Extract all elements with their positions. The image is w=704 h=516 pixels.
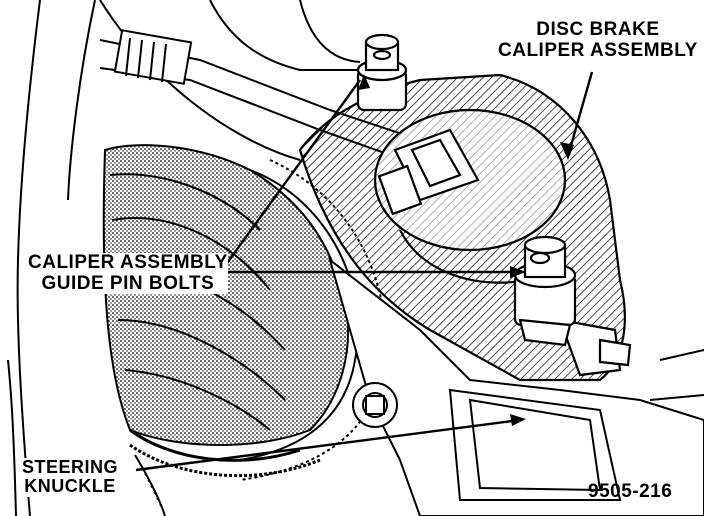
frame-lines — [7, 0, 361, 516]
brake-hose — [99, 29, 421, 163]
label-line: KNUCKLE — [24, 476, 116, 497]
knuckle-body — [328, 257, 704, 516]
banjo-fitting — [377, 128, 480, 216]
guide-pin-bolt-lower — [513, 235, 577, 347]
caliper-body — [298, 73, 632, 382]
leader-lines — [135, 71, 594, 472]
cv-boot — [102, 144, 350, 446]
label-line: GUIDE PIN BOLTS — [41, 272, 215, 294]
figure-id: 9505-216 — [588, 481, 673, 502]
guide-pin-bolt-upper — [356, 33, 408, 112]
label-line: STEERING — [22, 457, 119, 477]
label-steering-knuckle: STEERING KNUCKLE — [22, 457, 119, 497]
label-disc-brake-caliper-assembly: DISC BRAKE CALIPER ASSEMBLY — [498, 19, 698, 61]
label-line: DISC BRAKE — [536, 19, 660, 40]
leader-arrowheads — [358, 74, 574, 426]
label-line: CALIPER ASSEMBLY — [498, 39, 698, 61]
label-line: CALIPER ASSEMBLY — [28, 252, 228, 273]
label-caliper-guide-pin-bolts: CALIPER ASSEMBLY GUIDE PIN BOLTS — [28, 252, 228, 295]
